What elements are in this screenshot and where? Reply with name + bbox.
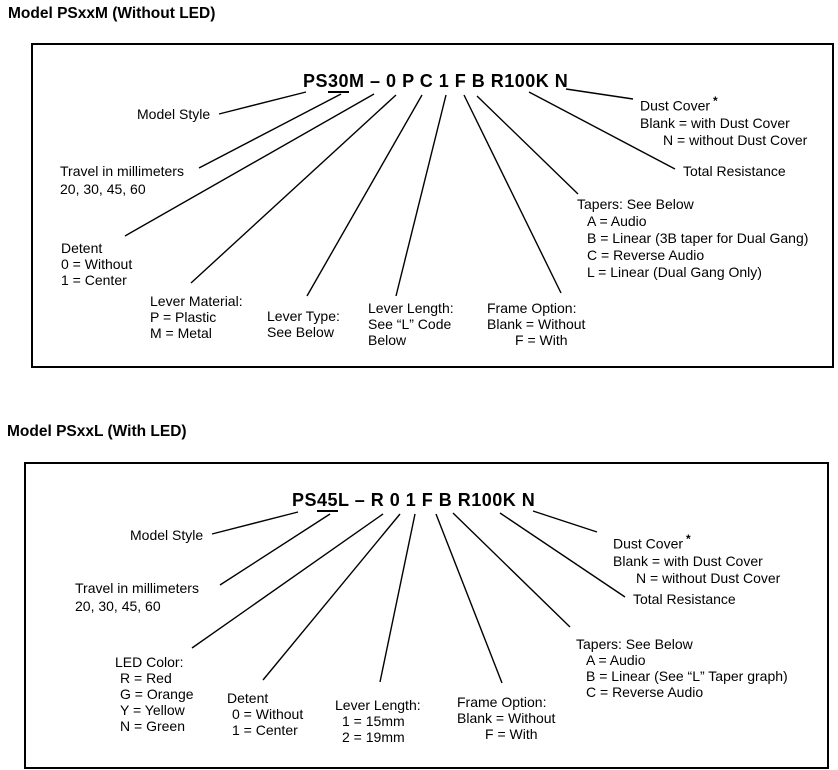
- callout-text: Total Resistance: [633, 591, 736, 607]
- callout-text: Frame Option:: [457, 694, 547, 710]
- part-number-travel-code-underlined: 30: [328, 71, 350, 93]
- callout-model-style: Model Style: [137, 106, 210, 122]
- callout-tapers: Tapers: See Below A = Audio B = Linear (…: [576, 636, 788, 700]
- callout-text: Tapers: See Below: [576, 636, 693, 652]
- callout-text: B = Linear (See “L” Taper graph): [586, 668, 788, 684]
- footnote-asterisk: *: [713, 94, 718, 108]
- part-number-psxxm: PS30M – 0 P C 1 F B R100K N: [303, 71, 569, 93]
- callout-text: G = Orange: [120, 686, 194, 702]
- callout-detent: Detent 0 = Without 1 = Center: [227, 690, 303, 738]
- part-number-psxxl: PS45L – R 0 1 F B R100K N: [292, 490, 536, 512]
- callout-text: A = Audio: [587, 213, 647, 229]
- callout-text: R = Red: [120, 670, 172, 686]
- callout-text: 20, 30, 45, 60: [60, 181, 146, 197]
- section-title-with-led: Model PSxxL (With LED): [7, 423, 187, 440]
- callout-total-resistance: Total Resistance: [683, 163, 786, 179]
- callout-text: Travel in millimeters: [60, 163, 184, 179]
- callout-lever-material: Lever Material: P = Plastic M = Metal: [150, 293, 243, 341]
- callout-text: Model Style: [130, 527, 204, 543]
- dust-cover-label: Dust Cover: [613, 535, 684, 552]
- nomenclature-box-psxxl: [24, 462, 829, 769]
- callout-text: 1 = Center: [232, 722, 298, 738]
- callout-text: Blank = Without: [457, 710, 556, 726]
- callout-text: Blank = with Dust Cover: [613, 552, 763, 569]
- callout-text: 0 = Without: [61, 256, 133, 272]
- callout-led-color: LED Color: R = Red G = Orange Y = Yellow…: [115, 654, 194, 734]
- callout-text: M = Metal: [150, 325, 212, 341]
- nomenclature-box-psxxm: [31, 43, 834, 368]
- callout-tapers: Tapers: See Below A = Audio B = Linear (…: [577, 196, 808, 281]
- part-number-prefix: PS: [292, 490, 318, 510]
- callout-text: Y = Yellow: [120, 702, 185, 718]
- callout-text: 1 = 15mm: [342, 713, 405, 729]
- callout-text: L = Linear (Dual Gang Only): [587, 264, 762, 280]
- dust-cover-label: Dust Cover: [640, 97, 711, 114]
- callout-lever-length: Lever Length: See “L” Code Below: [368, 300, 454, 348]
- callout-text: Below: [368, 332, 407, 348]
- callout-text: 0 = Without: [232, 706, 304, 722]
- section-title-without-led: Model PSxxM (Without LED): [8, 5, 216, 22]
- callout-text: F = With: [485, 726, 538, 742]
- callout-total-resistance: Total Resistance: [633, 591, 736, 607]
- callout-text: Detent: [61, 240, 103, 256]
- part-number-remainder: L – R 0 1 F B R100K N: [338, 490, 536, 510]
- part-number-prefix: PS: [303, 71, 329, 91]
- part-number-remainder: M – 0 P C 1 F B R100K N: [349, 71, 569, 91]
- callout-text: C = Reverse Audio: [587, 247, 705, 263]
- callout-lever-type: Lever Type: See Below: [267, 308, 340, 340]
- callout-text: N = Green: [120, 718, 185, 734]
- callout-text: B = Linear (3B taper for Dual Gang): [587, 230, 809, 246]
- callout-text: Lever Material:: [150, 293, 243, 309]
- callout-text: N = without Dust Cover: [663, 131, 808, 148]
- callout-text: Lever Length:: [368, 300, 454, 316]
- callout-text: Total Resistance: [683, 163, 786, 179]
- callout-frame-option: Frame Option: Blank = Without F = With: [487, 300, 585, 348]
- callout-text: F = With: [515, 332, 568, 348]
- callout-travel: Travel in millimeters 20, 30, 45, 60: [75, 579, 199, 615]
- callout-model-style: Model Style: [130, 527, 203, 543]
- callout-text: LED Color:: [115, 654, 184, 670]
- callout-text: Tapers: See Below: [577, 196, 694, 212]
- callout-text: Dust Cover*: [640, 93, 807, 115]
- callout-text: Detent: [227, 690, 269, 706]
- callout-text: Frame Option:: [487, 300, 577, 316]
- callout-text: N = without Dust Cover: [636, 569, 781, 586]
- callout-lever-length: Lever Length: 1 = 15mm 2 = 19mm: [335, 697, 421, 745]
- callout-text: See “L” Code: [368, 316, 452, 332]
- part-number-travel-code-underlined: 45: [317, 490, 339, 512]
- callout-text: C = Reverse Audio: [586, 684, 704, 700]
- footnote-asterisk: *: [686, 532, 691, 546]
- callout-dust-cover: Dust Cover* Blank = with Dust Cover N = …: [640, 93, 807, 149]
- callout-frame-option: Frame Option: Blank = Without F = With: [457, 694, 555, 742]
- callout-text: See Below: [267, 324, 334, 340]
- callout-text: Blank = with Dust Cover: [640, 114, 790, 131]
- callout-text: Lever Length:: [335, 697, 421, 713]
- callout-text: P = Plastic: [150, 309, 217, 325]
- callout-text: A = Audio: [586, 652, 646, 668]
- callout-text: Blank = Without: [487, 316, 586, 332]
- callout-text: 1 = Center: [61, 272, 127, 288]
- callout-travel: Travel in millimeters 20, 30, 45, 60: [60, 162, 184, 198]
- callout-text: 2 = 19mm: [342, 729, 405, 745]
- callout-dust-cover: Dust Cover* Blank = with Dust Cover N = …: [613, 531, 780, 587]
- callout-text: Travel in millimeters: [75, 580, 199, 596]
- callout-text: Lever Type:: [267, 308, 340, 324]
- callout-text: 20, 30, 45, 60: [75, 598, 161, 614]
- callout-detent: Detent 0 = Without 1 = Center: [61, 240, 132, 288]
- callout-text: Model Style: [137, 106, 211, 122]
- callout-text: Dust Cover*: [613, 531, 780, 553]
